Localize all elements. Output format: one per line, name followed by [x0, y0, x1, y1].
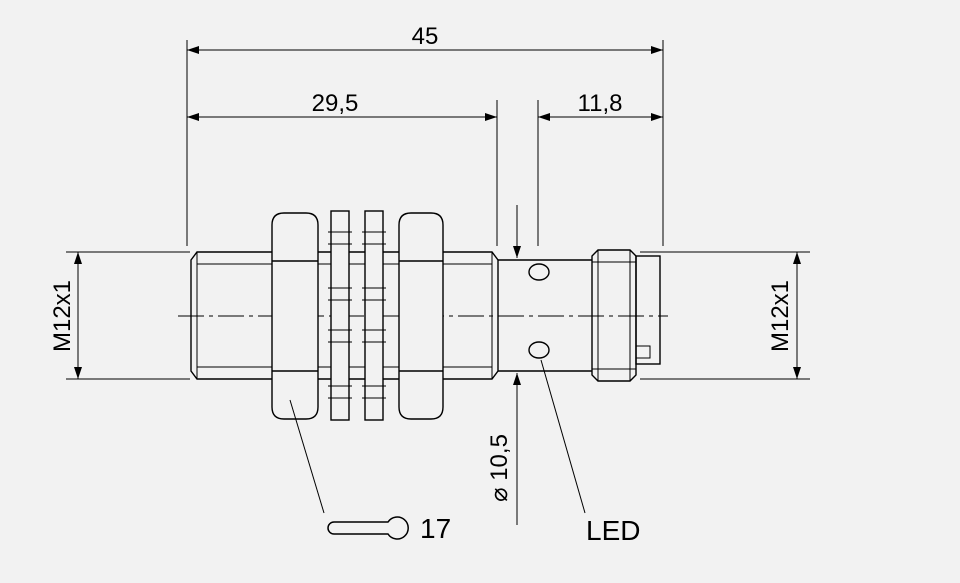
sensor-body: [190, 210, 661, 421]
dim-connector-label: 11,8: [578, 90, 623, 117]
extension-lines: [66, 40, 810, 380]
thread-right-label: M12x1: [767, 280, 794, 352]
led-neck: [498, 259, 592, 372]
led-window-bottom: [528, 341, 550, 359]
dimension-lines: [74, 46, 801, 525]
lock-washer-right: [362, 210, 386, 421]
leader-lines: [289, 359, 586, 514]
leader-led: [540, 359, 586, 514]
wrench-size-label: 17: [420, 513, 451, 544]
thread-left-label: M12x1: [49, 280, 76, 352]
dim-overall-label: 45: [412, 23, 439, 50]
lock-washer-left: [328, 210, 352, 421]
dim-thread-label: 29,5: [312, 90, 359, 117]
left-nut: [271, 212, 319, 420]
led-window-top: [528, 263, 550, 281]
right-nut: [398, 212, 444, 420]
led-label: LED: [586, 515, 640, 546]
leader-wrench: [289, 399, 325, 514]
connector: [591, 249, 661, 382]
diameter-label: ⌀ 10,5: [486, 434, 513, 502]
wrench-icon: [327, 516, 409, 540]
